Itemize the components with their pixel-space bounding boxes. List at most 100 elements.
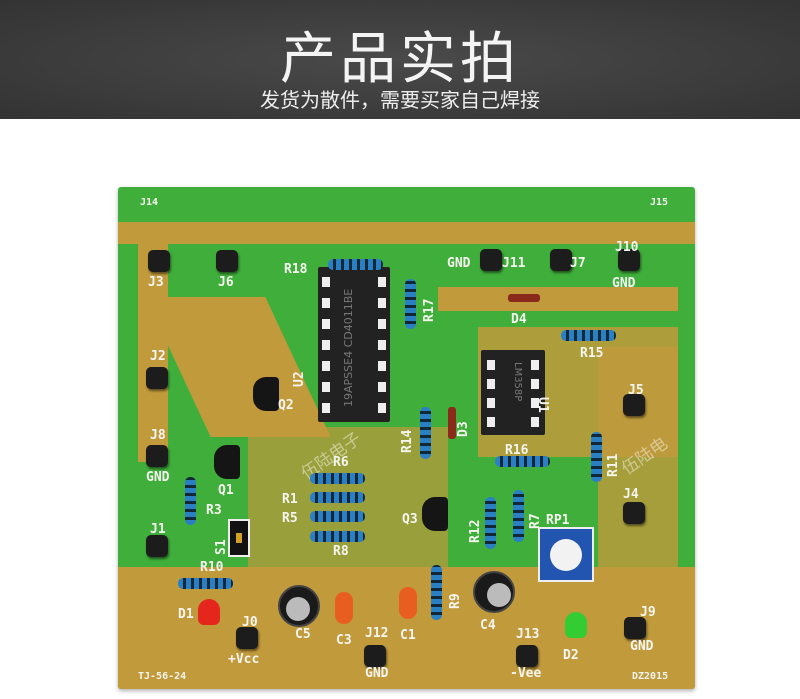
label-r3: R3 xyxy=(206,503,222,518)
resistor-r8 xyxy=(310,531,365,542)
transistor-q1 xyxy=(214,445,240,479)
label-r5: R5 xyxy=(282,511,298,526)
resistor-r7 xyxy=(513,490,524,542)
label-gnd-j10: GND xyxy=(612,276,636,291)
label-j7: J7 xyxy=(570,256,586,271)
resistor-r16 xyxy=(495,456,550,467)
diode-d3 xyxy=(448,407,456,439)
jumper-s1 xyxy=(228,519,250,557)
label-rp1: RP1 xyxy=(546,513,570,528)
led-d2-green xyxy=(565,612,587,638)
label-vcc: +Vcc xyxy=(228,652,260,667)
header-pin-j9 xyxy=(624,617,646,639)
transistor-q3 xyxy=(422,497,448,531)
label-c5: C5 xyxy=(295,627,311,642)
ic-marking: LM358P xyxy=(512,362,523,402)
ic-u1-lm358: LM358P xyxy=(481,350,545,435)
header-pin-j13 xyxy=(516,645,538,667)
header-pin-j10 xyxy=(618,249,640,271)
led-d1-red xyxy=(198,599,220,625)
label-r14: R14 xyxy=(400,429,415,453)
resistor-r9 xyxy=(431,565,442,620)
label-q1: Q1 xyxy=(218,483,234,498)
label-j13: J13 xyxy=(516,627,540,642)
resistor-r12 xyxy=(485,497,496,549)
label-u1: U1 xyxy=(535,397,550,413)
label-r10: R10 xyxy=(200,560,224,575)
header-banner: 产品实拍 发货为散件，需要买家自己焊接 xyxy=(0,0,800,119)
label-r12: R12 xyxy=(468,519,483,543)
resistor-r10 xyxy=(178,578,233,589)
label-q2: Q2 xyxy=(278,398,294,413)
header-pin-j3 xyxy=(148,250,170,272)
header-pin-j11 xyxy=(480,249,502,271)
header-pin-j2 xyxy=(146,367,168,389)
label-j4: J4 xyxy=(623,487,639,502)
label-j5: J5 xyxy=(628,383,644,398)
resistor-r11 xyxy=(591,432,602,482)
label-j9: J9 xyxy=(640,605,656,620)
label-c4: C4 xyxy=(480,618,496,633)
label-d2: D2 xyxy=(563,648,579,663)
resistor-r18 xyxy=(328,259,383,270)
transistor-q2 xyxy=(253,377,279,411)
header-pin-j5 xyxy=(623,394,645,416)
label-j8: J8 xyxy=(150,428,166,443)
label-gnd-j9: GND xyxy=(630,639,654,654)
resistor-r3 xyxy=(185,477,196,525)
header-pin-j1 xyxy=(146,535,168,557)
label-j2: J2 xyxy=(150,349,166,364)
copper-trace xyxy=(118,222,695,244)
label-j3: J3 xyxy=(148,275,164,290)
ic-u2-cd4011: 19APSSE4 CD4011BE xyxy=(318,267,390,422)
header-pin-j7 xyxy=(550,249,572,271)
header-pin-j12 xyxy=(364,645,386,667)
label-j15: J15 xyxy=(650,197,669,208)
label-r7: R7 xyxy=(528,513,543,529)
label-u2: U2 xyxy=(292,371,307,387)
copper-trace xyxy=(598,347,678,577)
label-gnd-j11: GND xyxy=(447,256,471,271)
label-s1: S1 xyxy=(214,539,229,555)
copper-trace xyxy=(145,297,331,437)
label-r9: R9 xyxy=(448,593,463,609)
label-gnd-j12: GND xyxy=(365,666,389,681)
label-r17: R17 xyxy=(422,298,437,322)
label-c1: C1 xyxy=(400,628,416,643)
label-r1: R1 xyxy=(282,492,298,507)
diode-d4 xyxy=(508,294,540,302)
label-vee: -Vee xyxy=(510,666,542,681)
label-gnd-j8: GND xyxy=(146,470,170,485)
board-model-label: TJ-56-24 xyxy=(138,671,187,682)
resistor-r14 xyxy=(420,407,431,459)
resistor-r1 xyxy=(310,492,365,503)
resistor-r6 xyxy=(310,473,365,484)
capacitor-c3 xyxy=(335,592,353,624)
resistor-r17 xyxy=(405,279,416,329)
header-pin-j0 xyxy=(236,627,258,649)
label-j1: J1 xyxy=(150,522,166,537)
resistor-r5 xyxy=(310,511,365,522)
ic-marking: 19APSSE4 CD4011BE xyxy=(342,288,355,407)
label-r15: R15 xyxy=(580,346,604,361)
label-j11: J11 xyxy=(502,256,526,271)
board-date-code: DZ2015 xyxy=(632,671,669,682)
header-pin-j8 xyxy=(146,445,168,467)
label-r16: R16 xyxy=(505,443,529,458)
label-r6: R6 xyxy=(333,455,349,470)
resistor-r15 xyxy=(561,330,616,341)
pcb-photo: 伍陆电子 伍陆电 19APSSE4 CD4011BE LM358P J14 J1… xyxy=(118,187,695,689)
potentiometer-rp1[interactable] xyxy=(538,527,594,582)
label-j6: J6 xyxy=(218,275,234,290)
label-j10: J10 xyxy=(615,240,639,255)
label-q3: Q3 xyxy=(402,512,418,527)
label-d1: D1 xyxy=(178,607,194,622)
header-pin-j6 xyxy=(216,250,238,272)
label-r8: R8 xyxy=(333,544,349,559)
capacitor-c1 xyxy=(399,587,417,619)
label-j12: J12 xyxy=(365,626,389,641)
capacitor-c4 xyxy=(473,571,515,613)
header-pin-j4 xyxy=(623,502,645,524)
label-j0: J0 xyxy=(242,615,258,630)
banner-subtitle: 发货为散件，需要买家自己焊接 xyxy=(260,88,540,112)
